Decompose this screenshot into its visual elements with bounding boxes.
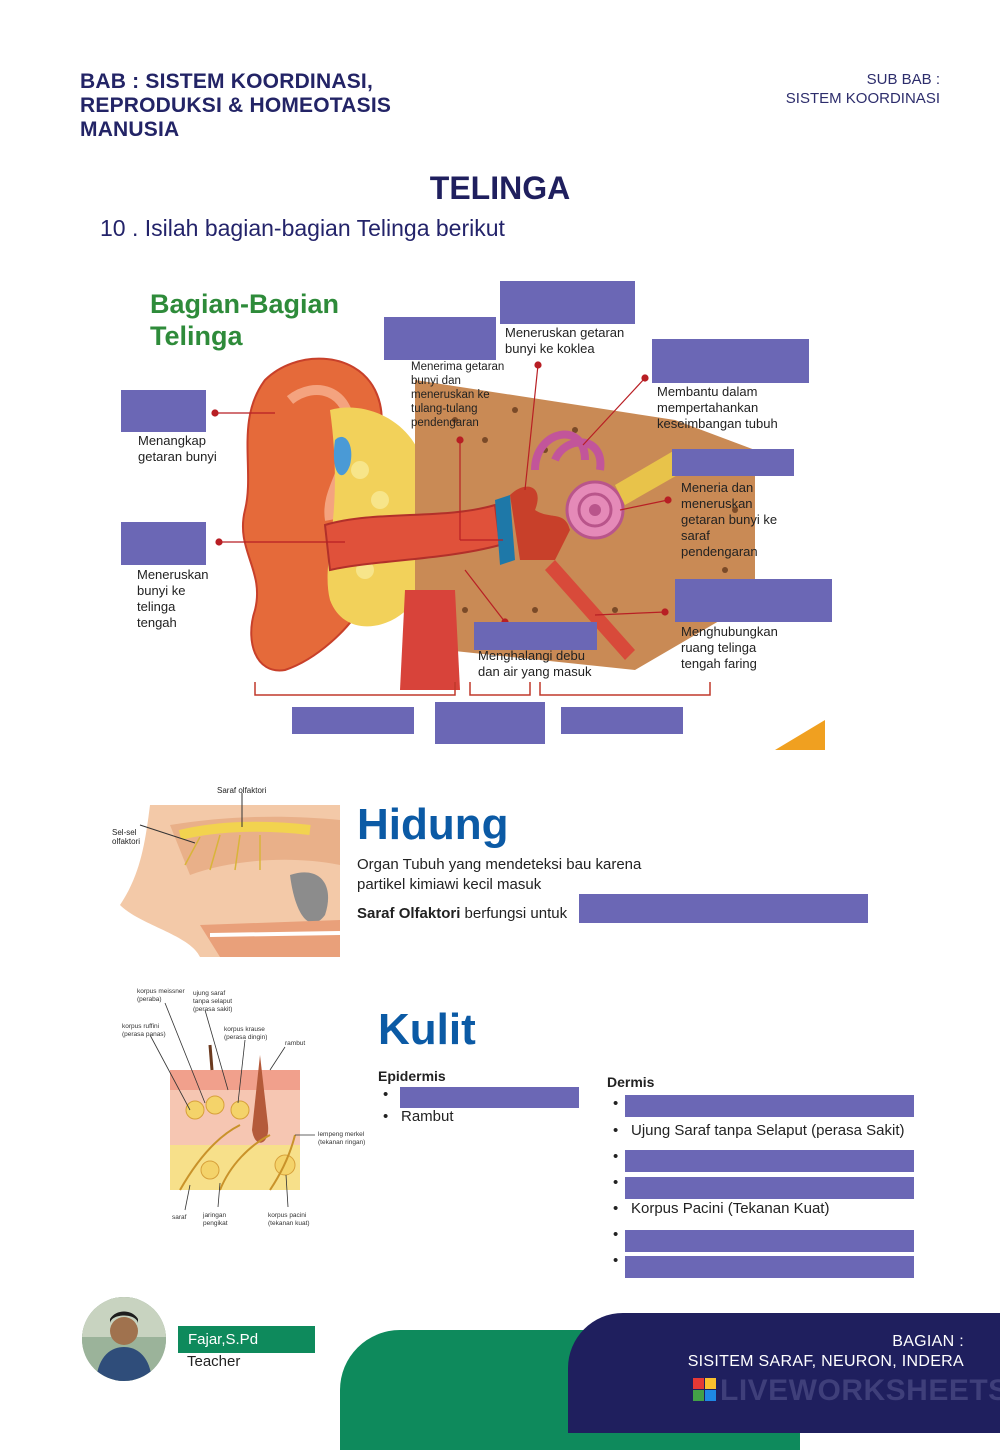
ear-middle-section-blank[interactable] <box>435 702 545 744</box>
dermis-answer-blank-4[interactable] <box>625 1230 914 1252</box>
gland-shape <box>400 590 460 690</box>
footer-navy-band <box>568 1313 1000 1433</box>
ear-inner-section-blank[interactable] <box>561 707 683 734</box>
chapter-line: REPRODUKSI & HOMEOTASIS <box>80 94 500 118</box>
skin-diagram-image <box>120 985 375 1230</box>
list-item: Korpus Pacini (Tekanan Kuat) <box>631 1201 905 1227</box>
page-title: TELINGA <box>0 170 1000 207</box>
chapter-heading: BAB : SISTEM KOORDINASI, REPRODUKSI & HO… <box>80 70 500 142</box>
ear-answer-blank-4[interactable] <box>500 281 635 324</box>
ear-diagram-title-line: Bagian-Bagian <box>150 288 339 320</box>
teacher-name: Fajar,S.Pd <box>178 1326 315 1353</box>
dermis-answer-blank-1[interactable] <box>625 1095 914 1117</box>
dermis-answer-blank-2[interactable] <box>625 1150 914 1172</box>
ear-answer-blank-5[interactable] <box>652 339 809 383</box>
skin-label-ruffini: korpus ruffini(perasa panas) <box>122 1023 166 1039</box>
ear-answer-blank-1[interactable] <box>121 390 206 432</box>
subchapter-heading: SUB BAB : SISTEM KOORDINASI <box>786 70 940 108</box>
epidermis-answer-blank[interactable] <box>400 1087 579 1108</box>
list-item: Rambut <box>401 1108 454 1125</box>
nose-function-text: Saraf Olfaktori berfungsi untuk <box>357 905 567 922</box>
list-item: Ujung Saraf tanpa Selaput (perasa Sakit) <box>631 1122 905 1149</box>
nose-description: Organ Tubuh yang mendeteksi bau karena p… <box>357 855 717 895</box>
skin-label-meissner: korpus meissner(peraba) <box>137 988 185 1004</box>
liveworksheets-logo-icon <box>693 1378 717 1402</box>
nose-section-title: Hidung <box>357 800 509 850</box>
subchapter-line: SISTEM KOORDINASI <box>786 89 940 108</box>
ear-answer-blank-8[interactable] <box>474 622 597 650</box>
nose-diagram-image <box>110 785 340 957</box>
chapter-line: MANUSIA <box>80 118 500 142</box>
dermis-heading: Dermis <box>607 1074 654 1090</box>
dermis-answer-blank-5[interactable] <box>625 1256 914 1278</box>
ear-diagram-title-line: Telinga <box>150 320 339 352</box>
subchapter-line: SUB BAB : <box>786 70 940 89</box>
skin-section-title: Kulit <box>378 1005 476 1055</box>
ear-outer-section-blank[interactable] <box>292 707 414 734</box>
dermis-answer-blank-3[interactable] <box>625 1177 914 1199</box>
skin-label-nerve: saraf <box>172 1214 186 1221</box>
skin-label-pacini: korpus pacini(tekanan kuat) <box>268 1212 310 1228</box>
chapter-line: BAB : SISTEM KOORDINASI, <box>80 70 500 94</box>
ear-answer-blank-3[interactable] <box>384 317 496 360</box>
ear-diagram-title: Bagian-Bagian Telinga <box>150 288 339 352</box>
footer-section-label: BAGIAN : SISITEM SARAF, NEURON, INDERA <box>688 1332 964 1372</box>
nose-function-blank[interactable] <box>579 894 868 923</box>
skin-label-merkel: lempeng merkel(tekanan ringan) <box>318 1131 365 1147</box>
ear-answer-blank-6[interactable] <box>672 449 794 476</box>
teacher-avatar <box>82 1297 166 1381</box>
epidermis-heading: Epidermis <box>378 1068 446 1084</box>
teacher-role: Teacher <box>187 1353 240 1370</box>
liveworksheets-watermark: LIVEWORKSHEETS <box>720 1374 1000 1408</box>
ear-answer-blank-2[interactable] <box>121 522 206 565</box>
skin-label-krause: korpus krause(perasa dingin) <box>224 1026 267 1042</box>
nose-label-nerve: Saraf olfaktori <box>217 786 266 795</box>
instruction-text: 10 . Isilah bagian-bagian Telinga beriku… <box>100 215 505 242</box>
skin-label-hair: rambut <box>285 1040 305 1047</box>
ear-answer-blank-7[interactable] <box>675 579 832 622</box>
